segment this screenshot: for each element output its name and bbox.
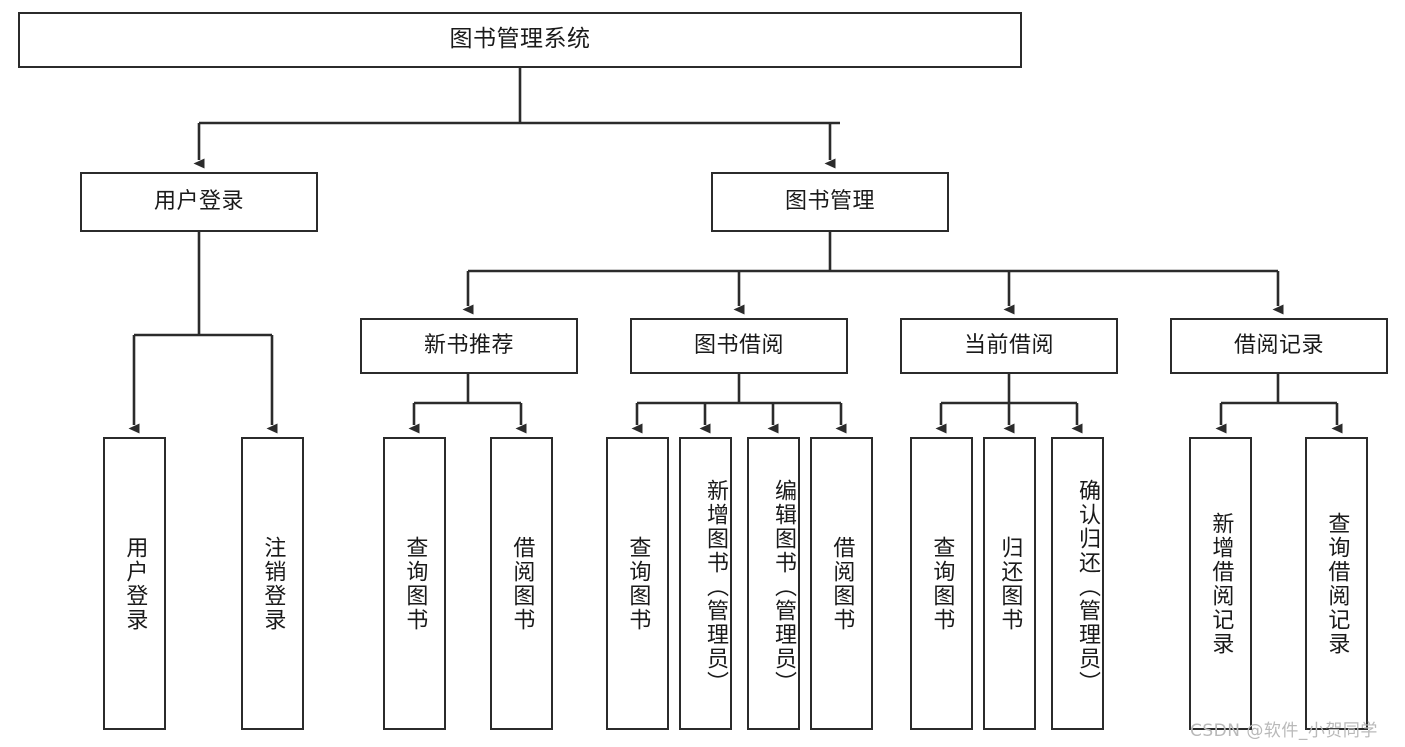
node-user-login[interactable]: 用户登录 (80, 172, 318, 232)
leaf-borrow-query-book[interactable]: 查询图书 (606, 437, 669, 730)
node-current-borrow[interactable]: 当前借阅 (900, 318, 1118, 374)
node-book-borrow[interactable]: 图书借阅 (630, 318, 848, 374)
leaf-borrow-add-book-admin[interactable]: 新增图书（管理员） (679, 437, 732, 730)
leaf-user-login-logout[interactable]: 注销登录 (241, 437, 304, 730)
leaf-borrow-borrow-book[interactable]: 借阅图书 (810, 437, 873, 730)
leaf-records-add-record[interactable]: 新增借阅记录 (1189, 437, 1252, 730)
node-book-management[interactable]: 图书管理 (711, 172, 949, 232)
leaf-current-return-book[interactable]: 归还图书 (983, 437, 1036, 730)
leaf-new-book-borrow-book[interactable]: 借阅图书 (490, 437, 553, 730)
leaf-borrow-edit-book-admin[interactable]: 编辑图书（管理员） (747, 437, 800, 730)
leaf-new-book-query-book[interactable]: 查询图书 (383, 437, 446, 730)
node-borrow-records[interactable]: 借阅记录 (1170, 318, 1388, 374)
node-root-system[interactable]: 图书管理系统 (18, 12, 1022, 68)
leaf-records-query-record[interactable]: 查询借阅记录 (1305, 437, 1368, 730)
node-new-book-recommend[interactable]: 新书推荐 (360, 318, 578, 374)
leaf-user-login-login[interactable]: 用户登录 (103, 437, 166, 730)
watermark-credit: CSDN @软件_小贺同学 (1190, 721, 1378, 741)
leaf-current-query-book[interactable]: 查询图书 (910, 437, 973, 730)
leaf-current-confirm-return-admin[interactable]: 确认归还（管理员） (1051, 437, 1104, 730)
